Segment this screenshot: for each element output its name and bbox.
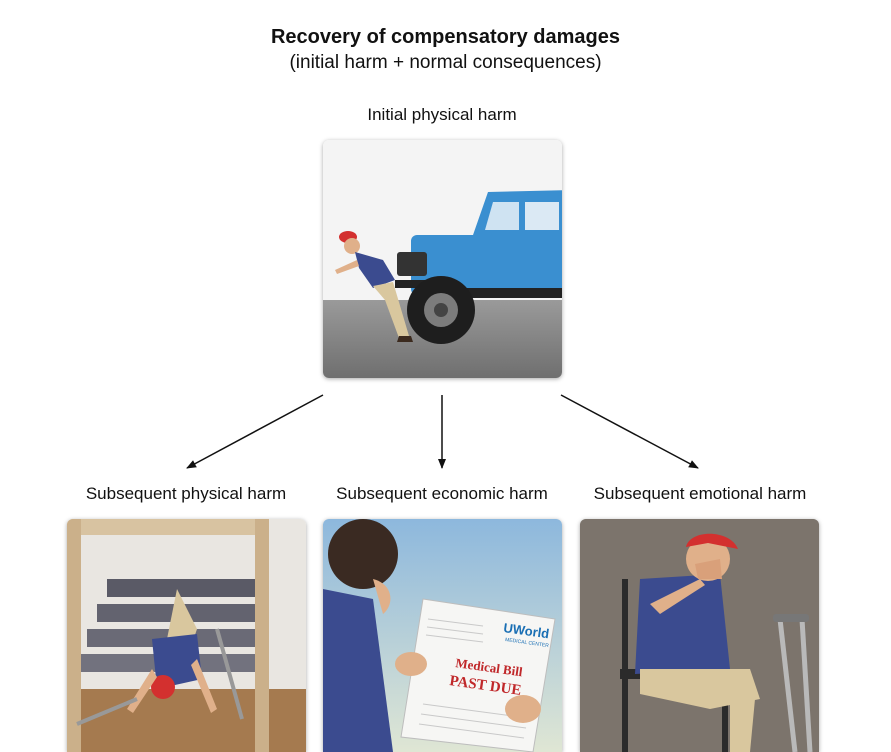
subsequent-economic-illustration: UWorld MEDICAL CENTER Medical Bill PAST … [323,519,562,752]
bill-logo: UWorld [503,620,551,641]
arrow-to-physical [186,394,324,469]
diagram-title: Recovery of compensatory damages [270,26,621,48]
subsequent-physical-label: Subsequent physical harm [85,484,287,503]
initial-harm-label: Initial physical harm [367,105,517,124]
person-back [323,519,398,752]
initial-harm-illustration [323,140,562,378]
subsequent-emotional-label: Subsequent emotional harm [593,484,807,503]
jeep-wheel [407,276,475,344]
subsequent-economic-label: Subsequent economic harm [336,484,548,503]
seated-person [635,533,760,752]
subsequent-physical-illustration [67,519,306,752]
subsequent-emotional-illustration [580,519,819,752]
arrow-to-emotional [560,394,699,469]
hands [395,652,541,723]
diagram-subtitle: (initial harm + normal consequences) [289,52,602,73]
crutches [76,628,244,726]
pedestrian-figure [335,231,413,342]
crutch [773,614,813,752]
medical-bill: UWorld MEDICAL CENTER Medical Bill PAST … [400,598,556,752]
